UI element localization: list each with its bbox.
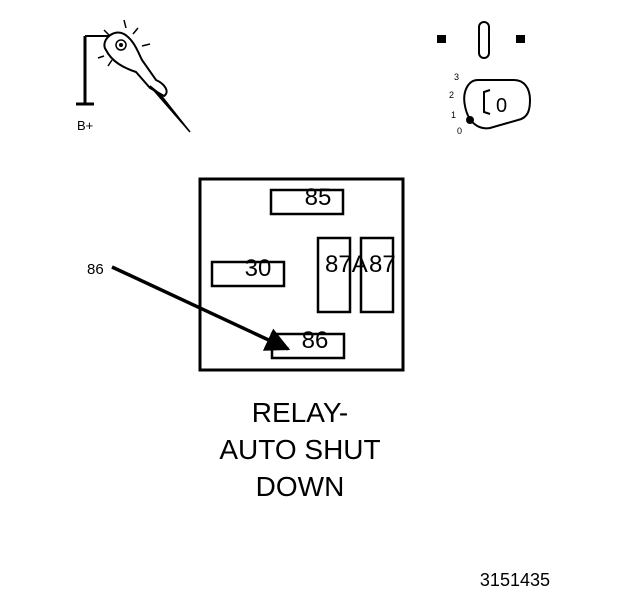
- terminal-30: 30: [210, 255, 286, 288]
- test-light-icon: [103, 31, 191, 133]
- caption-line-1: RELAY-: [251, 397, 349, 428]
- position-label-2: 2: [449, 90, 454, 100]
- ignition-key-icon: 0: [463, 79, 532, 130]
- terminal-85: 85: [269, 184, 345, 216]
- terminal-30-label: 30: [245, 255, 272, 282]
- terminal-86-label: 86: [302, 327, 329, 354]
- terminal-87: [359, 236, 395, 314]
- relay-caption: RELAY- AUTO SHUT DOWN: [150, 394, 450, 505]
- position-label-3: 3: [454, 72, 459, 82]
- key-slot-icon: [478, 21, 490, 59]
- pointer-arrow: [111, 265, 291, 351]
- pointer-label-86: 86: [87, 261, 104, 278]
- position-indicator-dot: [466, 116, 474, 124]
- battery-positive-label: B+: [77, 118, 93, 133]
- terminal-87-label: 87: [369, 251, 396, 278]
- slot-right-marker: [516, 35, 525, 43]
- slot-left-marker: [437, 35, 446, 43]
- test-light-probe: B+: [76, 19, 191, 133]
- terminal-87a: [316, 236, 352, 314]
- light-glow-icon: [97, 19, 151, 67]
- figure-number: 3151435: [479, 570, 550, 590]
- position-label-1: 1: [451, 110, 456, 120]
- terminal-87a-label: 87A: [325, 251, 368, 278]
- relay-box: 85 30 87A 87 86: [198, 177, 405, 372]
- key-position-label: 0: [496, 95, 507, 117]
- ignition-switch: 0 3 2 1 0: [437, 21, 532, 136]
- position-label-0: 0: [457, 126, 462, 136]
- terminal-85-label: 85: [305, 184, 332, 211]
- ground-lead-icon: [76, 35, 110, 106]
- caption-line-3: DOWN: [255, 471, 345, 502]
- caption-line-2: AUTO SHUT: [219, 434, 381, 465]
